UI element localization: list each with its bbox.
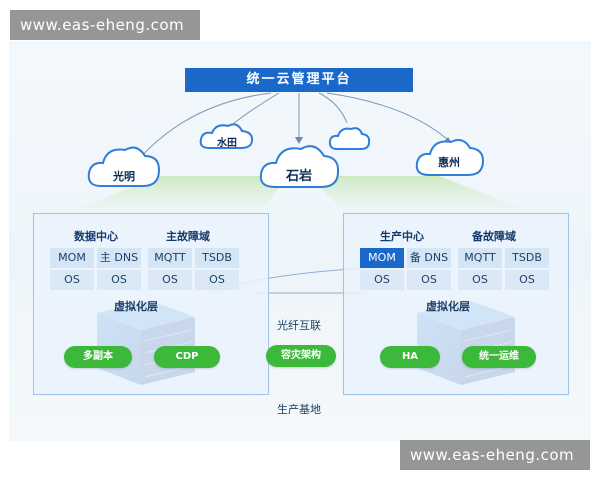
cloud-shuitian-label: 水田 <box>217 138 237 149</box>
cloud-shiyan-label: 石岩 <box>285 169 312 184</box>
left-cell-os-3: OS <box>148 270 192 290</box>
right-cell-mqtt: MQTT <box>458 248 502 268</box>
watermark-top: www.eas-eheng.com <box>10 10 200 40</box>
cloud-guangming-shape <box>87 146 161 187</box>
right-pill-unified-ops: 统一运维 <box>462 346 536 368</box>
platform-title: 统一云管理平台 <box>185 68 413 92</box>
right-group-2-header: 备故障域 <box>472 230 516 243</box>
left-cell-os-4: OS <box>195 270 239 290</box>
right-cell-os-3: OS <box>458 270 502 290</box>
left-beam <box>49 176 289 221</box>
right-beam <box>309 176 553 221</box>
cloud-guangming-label: 光明 <box>113 170 135 183</box>
left-group-1-header: 数据中心 <box>74 230 118 243</box>
right-cell-os-1: OS <box>360 270 404 290</box>
diagram-canvas: 统一云管理平台 光明 水田 石岩 惠州 数据中心 主故障域 MOM 主 DNS … <box>9 41 591 441</box>
right-cell-tsdb: TSDB <box>505 248 549 268</box>
right-virtualization-layer: 虚拟化层 <box>426 300 470 313</box>
left-cell-tsdb: TSDB <box>195 248 239 268</box>
fiber-interconnect-label: 光纤互联 <box>277 319 321 332</box>
left-cell-os-2: OS <box>97 270 141 290</box>
cloud-4-shape <box>328 127 371 150</box>
right-site-box: 生产中心 备故障域 MOM 备 DNS MQTT TSDB OS OS OS O… <box>343 213 569 395</box>
left-cell-dns: 主 DNS <box>97 248 141 268</box>
left-cell-mqtt: MQTT <box>148 248 192 268</box>
cloud-shuitian-shape <box>199 123 254 149</box>
right-cell-os-4: OS <box>505 270 549 290</box>
watermark-bottom: www.eas-eheng.com <box>400 440 590 470</box>
left-cell-mom: MOM <box>50 248 94 268</box>
left-site-box: 数据中心 主故障域 MOM 主 DNS MQTT TSDB OS OS OS O… <box>33 213 269 395</box>
left-cell-os-1: OS <box>50 270 94 290</box>
left-group-2-header: 主故障域 <box>166 230 210 243</box>
arc-cloud4 <box>318 92 348 124</box>
production-base-label: 生产基地 <box>277 403 321 416</box>
left-pill-cdp: CDP <box>154 346 220 368</box>
right-group-1-header: 生产中心 <box>380 230 424 243</box>
arc-guangming <box>138 92 272 160</box>
right-cell-os-2: OS <box>407 270 451 290</box>
cloud-huizhou-shape <box>415 139 485 176</box>
right-cell-mom: MOM <box>360 248 404 268</box>
left-pill-replicas: 多副本 <box>64 346 132 368</box>
cloud-shiyan-shape <box>259 145 340 188</box>
arc-huizhou <box>326 92 450 142</box>
arrow-shiyan <box>295 137 303 144</box>
right-pill-ha: HA <box>380 346 440 368</box>
arc-shuitian <box>228 92 280 128</box>
dr-architecture-pill: 容灾架构 <box>266 345 336 367</box>
cloud-huizhou-label: 惠州 <box>438 156 460 169</box>
left-virtualization-layer: 虚拟化层 <box>114 300 158 313</box>
right-cell-dns: 备 DNS <box>407 248 451 268</box>
